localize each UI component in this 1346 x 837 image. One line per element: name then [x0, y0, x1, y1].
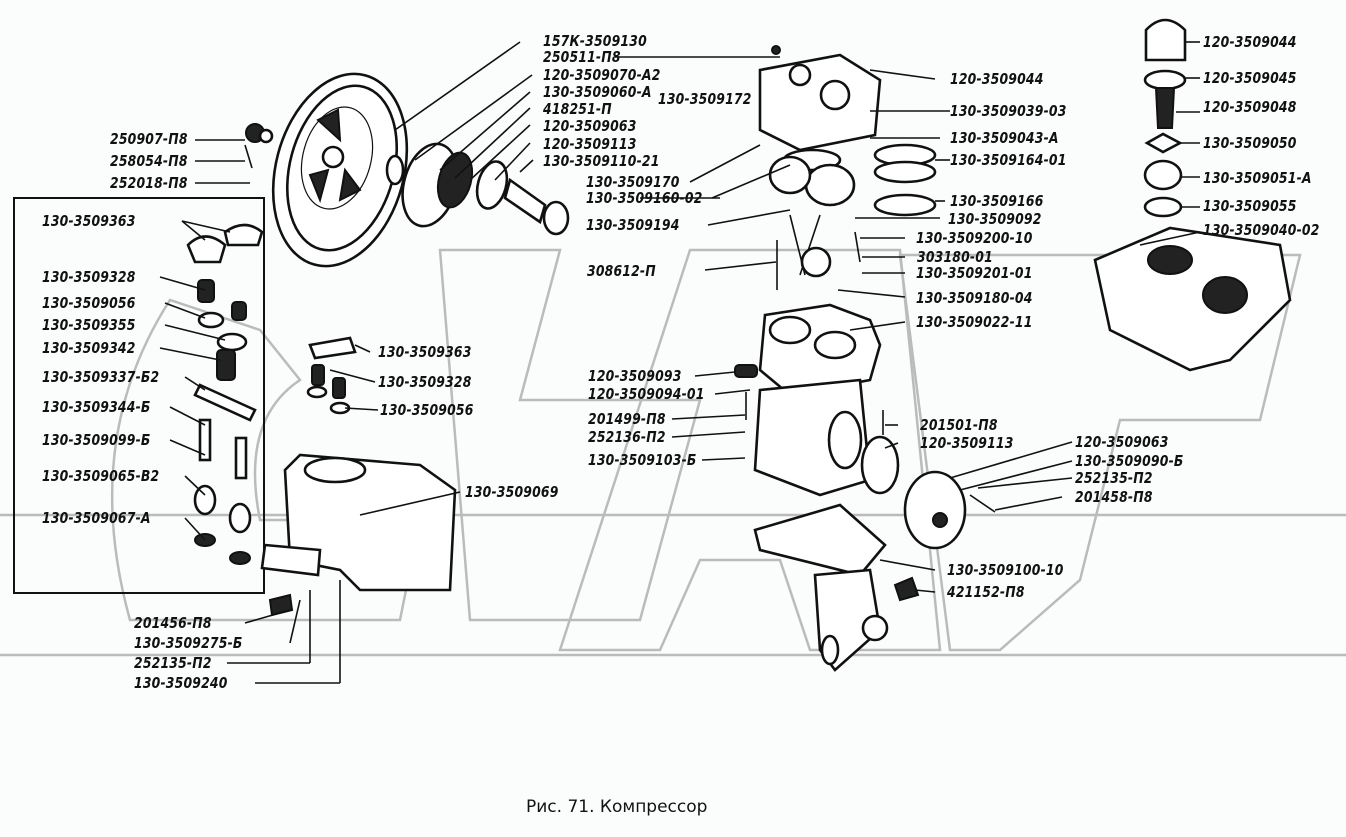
part-label: 130-3509275-Б: [134, 634, 243, 652]
part-label: 120-3509044: [1203, 33, 1297, 51]
part-label: 130-3509200-10: [916, 229, 1033, 247]
part-label: 130-3509328: [378, 373, 472, 391]
part-label: 130-3509090-Б: [1075, 452, 1184, 470]
part-label: 130-3509103-Б: [588, 451, 697, 469]
part-label: 418251-П: [543, 100, 612, 118]
part-label: 130-3509110-21: [543, 152, 660, 170]
part-label: 130-3509170: [586, 173, 680, 191]
part-label: 252135-П2: [1075, 469, 1153, 487]
part-label: 130-3509060-А: [543, 83, 652, 101]
part-label: 252136-П2: [588, 428, 666, 446]
part-label: 130-3509342: [42, 339, 136, 357]
part-label: 120-3509070-А2: [543, 66, 661, 84]
part-label: 130-3509355: [42, 316, 136, 334]
part-label: 130-3509067-А: [42, 509, 151, 527]
pulley-nut: [244, 123, 274, 169]
part-label: 130-3509039-03: [950, 102, 1067, 120]
cylinder-head: [758, 45, 882, 290]
part-label: 130-3509344-Б: [42, 398, 151, 416]
part-label: 130-3509043-А: [950, 129, 1059, 147]
part-label: 130-3509363: [42, 212, 136, 230]
part-label: 130-3509055: [1203, 197, 1297, 215]
part-label: 130-3509201-01: [916, 264, 1033, 282]
part-label: 157К-3509130: [543, 32, 647, 50]
part-label: 120-3509045: [1203, 69, 1297, 87]
part-label: 130-3509040-02: [1203, 221, 1320, 239]
unloader-body: [260, 453, 457, 617]
part-label: 130-3509069: [465, 483, 559, 501]
inset-frame: [13, 197, 265, 594]
part-label: 130-3509337-Б2: [42, 368, 160, 386]
front-cover-assembly: [385, 142, 570, 236]
part-label: 201499-П8: [588, 410, 666, 428]
crankcase: [734, 303, 920, 672]
part-label: 130-3509363: [378, 343, 472, 361]
part-label: 130-3509180-04: [916, 289, 1033, 307]
part-label: 130-3509160-02: [586, 189, 703, 207]
part-label: 130-3509092: [948, 210, 1042, 228]
part-label: 252018-П8: [110, 174, 188, 192]
watermark-outline: [0, 248, 1346, 657]
figure-caption: Рис. 71. Компрессор: [526, 797, 708, 817]
rear-cover: [903, 470, 996, 550]
piston-rings: [873, 143, 937, 217]
leader-lines: [159, 41, 1201, 684]
part-label: 421152-П8: [947, 583, 1025, 601]
part-label: 250907-П8: [110, 130, 188, 148]
part-label: 252135-П2: [134, 654, 212, 672]
part-label: 120-3509093: [588, 367, 682, 385]
part-label: 120-3509048: [1203, 98, 1297, 116]
part-label: 120-3509113: [543, 135, 637, 153]
part-label: 250511-П8: [543, 48, 621, 66]
middle-small-parts: [306, 336, 357, 415]
part-label: 130-3509056: [380, 401, 474, 419]
part-label: 201501-П8: [920, 416, 998, 434]
cylinder-head-body: [1093, 226, 1292, 372]
part-label: 120-3509113: [920, 434, 1014, 452]
part-label: 258054-П8: [110, 152, 188, 170]
part-label: 130-3509022-11: [916, 313, 1033, 331]
part-label: 130-3509172: [658, 90, 752, 108]
part-label: 130-3509050: [1203, 134, 1297, 152]
inset-parts: [186, 223, 264, 565]
part-label: 120-3509094-01: [588, 385, 705, 403]
part-label: 130-3509065-В2: [42, 467, 160, 485]
part-label: 308612-П: [587, 262, 656, 280]
part-label: 303180-01: [917, 248, 993, 266]
part-label: 120-3509063: [1075, 433, 1169, 451]
part-label: 130-3509100-10: [947, 561, 1064, 579]
part-label: 130-3509328: [42, 268, 136, 286]
part-label: 130-3509056: [42, 294, 136, 312]
part-label: 120-3509044: [950, 70, 1044, 88]
part-label: 130-3509051-А: [1203, 169, 1312, 187]
part-label: 201458-П8: [1075, 488, 1153, 506]
part-label: 120-3509063: [543, 117, 637, 135]
part-label: 130-3509194: [586, 216, 680, 234]
part-label: 130-3509166: [950, 192, 1044, 210]
valve-column: [1143, 18, 1187, 218]
part-label: 201456-П8: [134, 614, 212, 632]
part-label: 130-3509099-Б: [42, 431, 151, 449]
part-label: 130-3509240: [134, 674, 228, 692]
part-label: 130-3509164-01: [950, 151, 1067, 169]
